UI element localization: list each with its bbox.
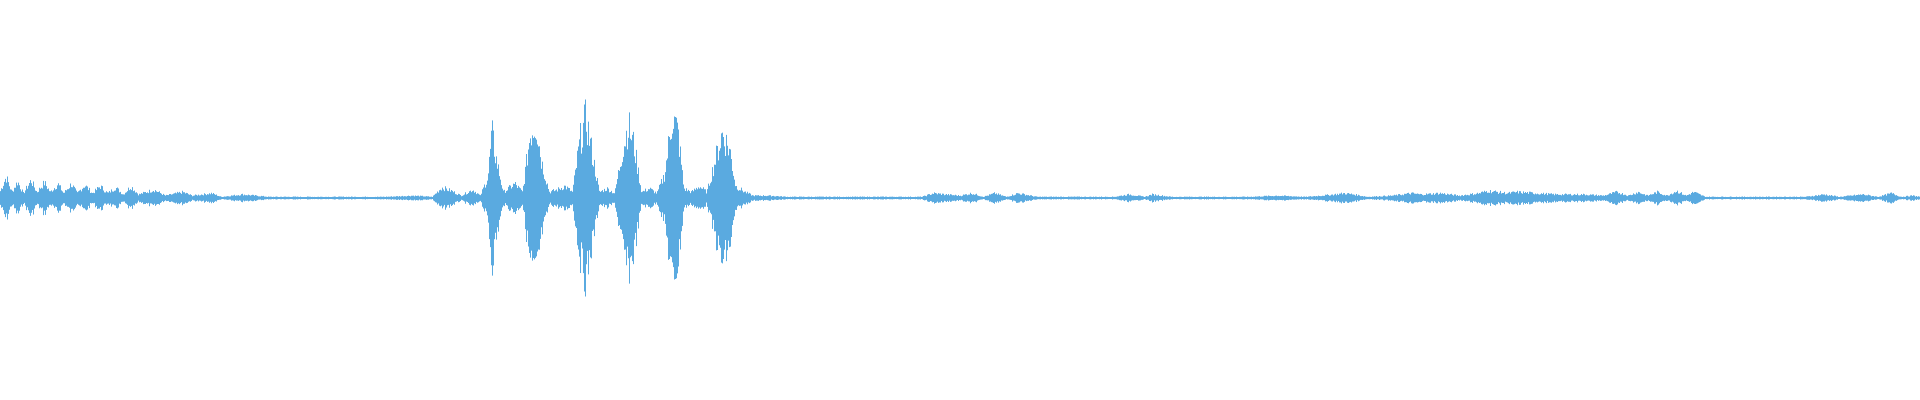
waveform-bars [0,99,1920,297]
